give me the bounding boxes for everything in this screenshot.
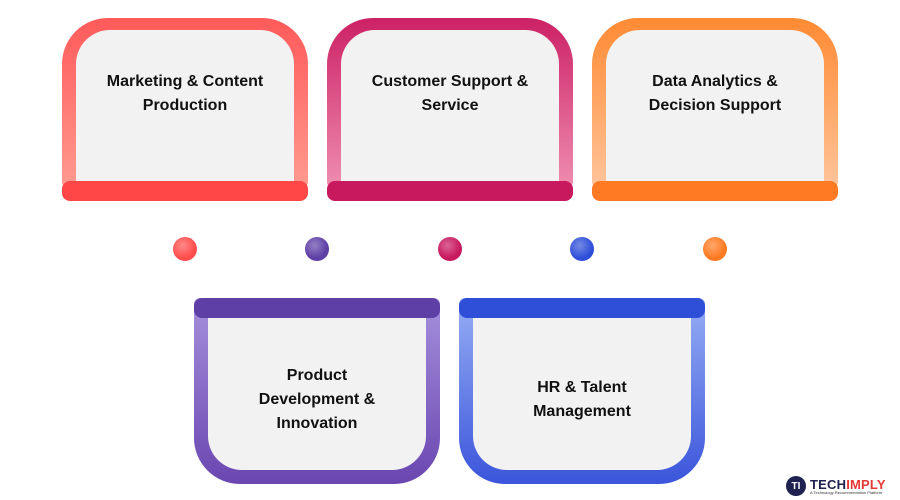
- box-inner: [606, 30, 824, 187]
- box-label: HR & Talent Management: [533, 379, 631, 420]
- box-bar: [459, 298, 705, 318]
- logo-text: TECHIMPLY A Technology Recommendation Pl…: [810, 478, 886, 495]
- box-bar: [592, 181, 838, 201]
- box-hr-talent: HR & Talent Management: [459, 298, 705, 484]
- techimply-logo: TI TECHIMPLY A Technology Recommendation…: [786, 476, 886, 496]
- box-bar: [194, 298, 440, 318]
- box-data-analytics: Data Analytics & Decision Support: [592, 18, 838, 201]
- connector-dot: [305, 237, 329, 261]
- box-marketing-content: Marketing & Content Production: [62, 18, 308, 201]
- logo-mark-icon: TI: [786, 476, 806, 496]
- box-inner: [208, 318, 426, 470]
- box-bar: [327, 181, 573, 201]
- logo-name-part1: TECH: [810, 476, 847, 492]
- box-bar: [62, 181, 308, 201]
- connector-dot: [703, 237, 727, 261]
- connector-dot: [570, 237, 594, 261]
- logo-name-part2: IMPLY: [846, 476, 886, 492]
- box-inner: [341, 30, 559, 187]
- connector-dot: [438, 237, 462, 261]
- box-inner: [76, 30, 294, 187]
- box-label: Product Development & Innovation: [258, 367, 376, 432]
- box-label: Marketing & Content Production: [106, 73, 264, 114]
- logo-tagline: A Technology Recommendation Platform: [810, 489, 883, 495]
- logo-name: TECHIMPLY: [810, 478, 886, 491]
- box-customer-support: Customer Support & Service: [327, 18, 573, 201]
- box-inner: [473, 318, 691, 470]
- box-label: Data Analytics & Decision Support: [648, 73, 782, 114]
- box-label: Customer Support & Service: [371, 73, 529, 114]
- connector-dot: [173, 237, 197, 261]
- box-product-development: Product Development & Innovation: [194, 298, 440, 484]
